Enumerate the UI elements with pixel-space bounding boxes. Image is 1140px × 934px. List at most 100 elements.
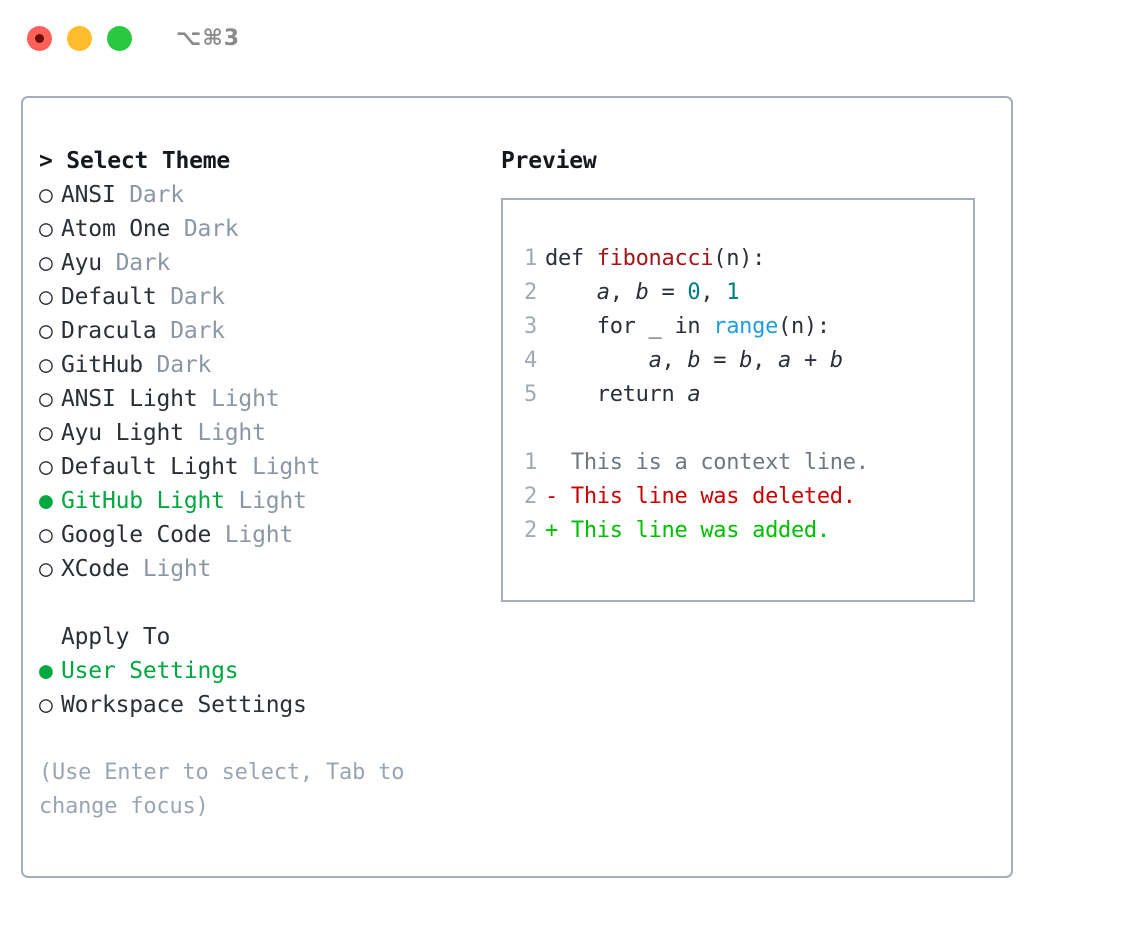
- theme-option-atom-one[interactable]: ○Atom One Dark: [39, 212, 489, 246]
- code-line-number: 5: [524, 382, 537, 407]
- radio-unselected-icon: ○: [39, 250, 53, 276]
- code-token-plain: def: [545, 246, 597, 271]
- theme-option-ayu[interactable]: ○ Ayu Dark: [39, 246, 489, 280]
- theme-option-default[interactable]: ○Default Dark: [39, 280, 489, 314]
- code-line-number: 4: [524, 348, 537, 373]
- theme-option-google-code[interactable]: ○Google Code Light: [39, 518, 489, 552]
- diff-line-group: 1 This is a context line. 2- This line wa…: [517, 446, 967, 548]
- radio-unselected-icon: ○: [39, 318, 53, 344]
- code-token-call: range: [713, 314, 779, 339]
- theme-option-label: XCode: [61, 556, 130, 582]
- hint-spacer: [39, 722, 489, 756]
- code-line-number: 2: [524, 280, 537, 305]
- theme-option-label: Dracula: [61, 318, 157, 344]
- title-bar: ⌥⌘3: [0, 0, 1140, 76]
- diff-text: This is a context line.: [557, 450, 869, 475]
- theme-option-default-light[interactable]: ○ Default Light Light: [39, 450, 489, 484]
- select-theme-heading: > Select Theme: [39, 148, 231, 174]
- radio-unselected-icon: ○: [39, 386, 53, 412]
- theme-option-dracula[interactable]: ○ Dracula Dark: [39, 314, 489, 348]
- theme-option-tag: Dark: [129, 182, 184, 208]
- theme-option-tag: Light: [211, 386, 280, 412]
- zoom-button[interactable]: [107, 25, 132, 51]
- code-line-number: 1: [524, 246, 537, 271]
- diff-marker: -: [545, 484, 558, 509]
- apply-to-heading: Apply To: [61, 624, 171, 650]
- theme-option-tag: Light: [238, 488, 307, 514]
- radio-unselected-icon: ○: [39, 522, 53, 548]
- theme-option-tag: Light: [142, 556, 212, 582]
- diff-text: This line was added.: [557, 518, 830, 543]
- code-token-plain: +: [791, 348, 830, 373]
- theme-option-tag: Dark: [170, 318, 225, 344]
- theme-option-tag: Light: [252, 454, 321, 480]
- radio-unselected-icon: ○: [39, 182, 53, 208]
- apply-to-option-label: Workspace Settings: [61, 692, 307, 718]
- code-token-num: 0: [687, 280, 701, 305]
- theme-option-tag: Dark: [156, 352, 212, 378]
- code-token-var: a: [596, 280, 610, 305]
- theme-option-label: ANSI Light: [61, 386, 198, 412]
- theme-option-label: GitHub: [61, 352, 143, 378]
- code-token-plain: return: [545, 382, 688, 407]
- preview-box: 1 def fibonacci(n): 2 a, b = 0, 1 3 for _ i…: [501, 198, 975, 602]
- code-token-plain: ,: [752, 348, 779, 373]
- diff-line-number: 1: [524, 450, 537, 475]
- theme-option-github-light[interactable]: ●GitHub Light Light: [39, 484, 489, 518]
- radio-unselected-icon: ○: [39, 454, 53, 480]
- theme-option-tag: Dark: [115, 250, 171, 276]
- code-token-plain: (n):: [713, 246, 766, 271]
- code-sample: 1 def fibonacci(n): 2 a, b = 0, 1 3 for _ i…: [517, 242, 967, 548]
- close-button[interactable]: [27, 25, 52, 51]
- theme-option-label: GitHub Light: [61, 488, 225, 514]
- diff-marker: +: [545, 518, 558, 543]
- theme-option-label: Ayu: [61, 250, 102, 276]
- main-panel: > Select Theme ○ANSI Dark○Atom One Dark○…: [21, 96, 1013, 878]
- theme-option-ansi[interactable]: ○ANSI Dark: [39, 178, 489, 212]
- apply-to-option-user-settings[interactable]: ●User Settings: [39, 654, 489, 688]
- apply-to-option-list[interactable]: ●User Settings ○ Workspace Settings: [39, 654, 489, 722]
- diff-line-added: 2 + This line was added.: [517, 514, 967, 548]
- code-token-plain: ,: [661, 348, 688, 373]
- code-line-group: 1 def fibonacci(n): 2 a, b = 0, 1 3 for _ i…: [517, 242, 967, 412]
- code-token-fn: fibonacci: [596, 246, 714, 271]
- code-token-plain: =: [700, 348, 740, 373]
- theme-option-tag: Dark: [183, 216, 239, 242]
- code-line: 3 for _ in range(n):: [517, 310, 967, 344]
- radio-unselected-icon: ○: [39, 352, 53, 378]
- theme-option-label: Default: [61, 284, 157, 310]
- theme-option-ayu-light[interactable]: ○Ayu Light Light: [39, 416, 489, 450]
- minimize-button[interactable]: [67, 25, 92, 51]
- apply-to-option-label: User Settings: [61, 658, 239, 684]
- theme-option-github[interactable]: ○ GitHub Dark: [39, 348, 489, 382]
- theme-option-xcode[interactable]: ○XCode Light: [39, 552, 489, 586]
- code-token-var: b: [739, 348, 753, 373]
- code-token-var: b: [829, 348, 843, 373]
- code-token-var: b: [687, 348, 701, 373]
- theme-option-tag: Light: [224, 522, 294, 548]
- code-token-var: b: [635, 280, 649, 305]
- radio-unselected-icon: ○: [39, 216, 53, 242]
- theme-option-tag: Light: [197, 420, 266, 446]
- code-line: 4 a, b = b, a + b: [517, 344, 967, 378]
- code-token-plain: for _ in: [545, 314, 714, 339]
- code-token-plain: ,: [700, 280, 727, 305]
- theme-option-label: Default Light: [61, 454, 239, 480]
- code-line: 1 def fibonacci(n):: [517, 242, 967, 276]
- theme-option-tag: Dark: [170, 284, 225, 310]
- keyboard-shortcut-label: ⌥⌘3: [176, 25, 241, 51]
- code-token-plain: =: [648, 280, 688, 305]
- theme-option-list[interactable]: ○ANSI Dark○Atom One Dark○Ayu Dark○Defaul…: [39, 178, 489, 586]
- apply-to-option-workspace-settings[interactable]: ○ Workspace Settings: [39, 688, 489, 722]
- theme-option-ansi-light[interactable]: ○ ANSI Light Light: [39, 382, 489, 416]
- keyboard-hint-text: (Use Enter to select, Tab to change focu…: [39, 760, 405, 819]
- radio-unselected-icon: ○: [39, 692, 53, 718]
- diff-line-context: 1 This is a context line.: [517, 446, 967, 480]
- diff-line-number: 2: [524, 518, 537, 543]
- diff-text: This line was deleted.: [557, 484, 856, 509]
- diff-marker: [545, 450, 558, 475]
- theme-option-label: Ayu Light: [61, 420, 184, 446]
- code-line-number: 3: [524, 314, 537, 339]
